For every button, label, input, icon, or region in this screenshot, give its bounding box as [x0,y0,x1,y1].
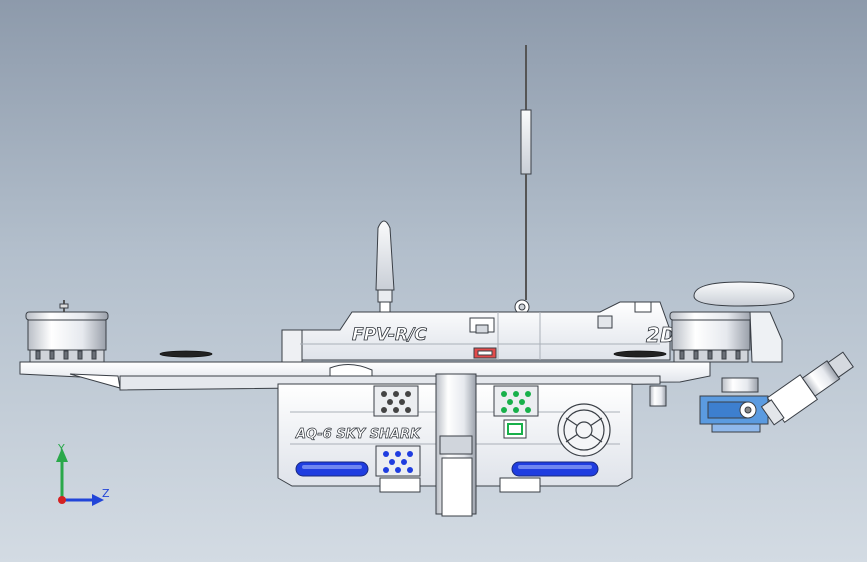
rx-antenna [375,220,395,325]
camera-gimbal [699,377,769,433]
propellers [159,350,667,358]
round-port [557,403,611,457]
vent-grid-top-left [373,385,419,417]
camera-dome [693,281,795,363]
green-connector [503,419,527,439]
main-arm [19,361,711,391]
fpv-camera [760,351,854,426]
center-column [435,373,477,517]
upper-frame [281,301,671,363]
vent-grid-blue [375,445,421,477]
axis-y-label: Y [57,442,65,455]
brand-label: FPV-R/C [352,325,427,345]
model-name-label: AQ-6 SKY SHARK [295,427,421,442]
blue-slot-right [511,461,599,477]
axis-z-label: Z [102,487,110,500]
vtx-antenna [514,45,532,315]
axis-triad [56,448,104,506]
motor-left [25,300,109,363]
motor-right [669,311,753,363]
vent-grid-green [493,385,539,417]
mount-screw [649,385,667,407]
blue-slot-left [295,461,369,477]
